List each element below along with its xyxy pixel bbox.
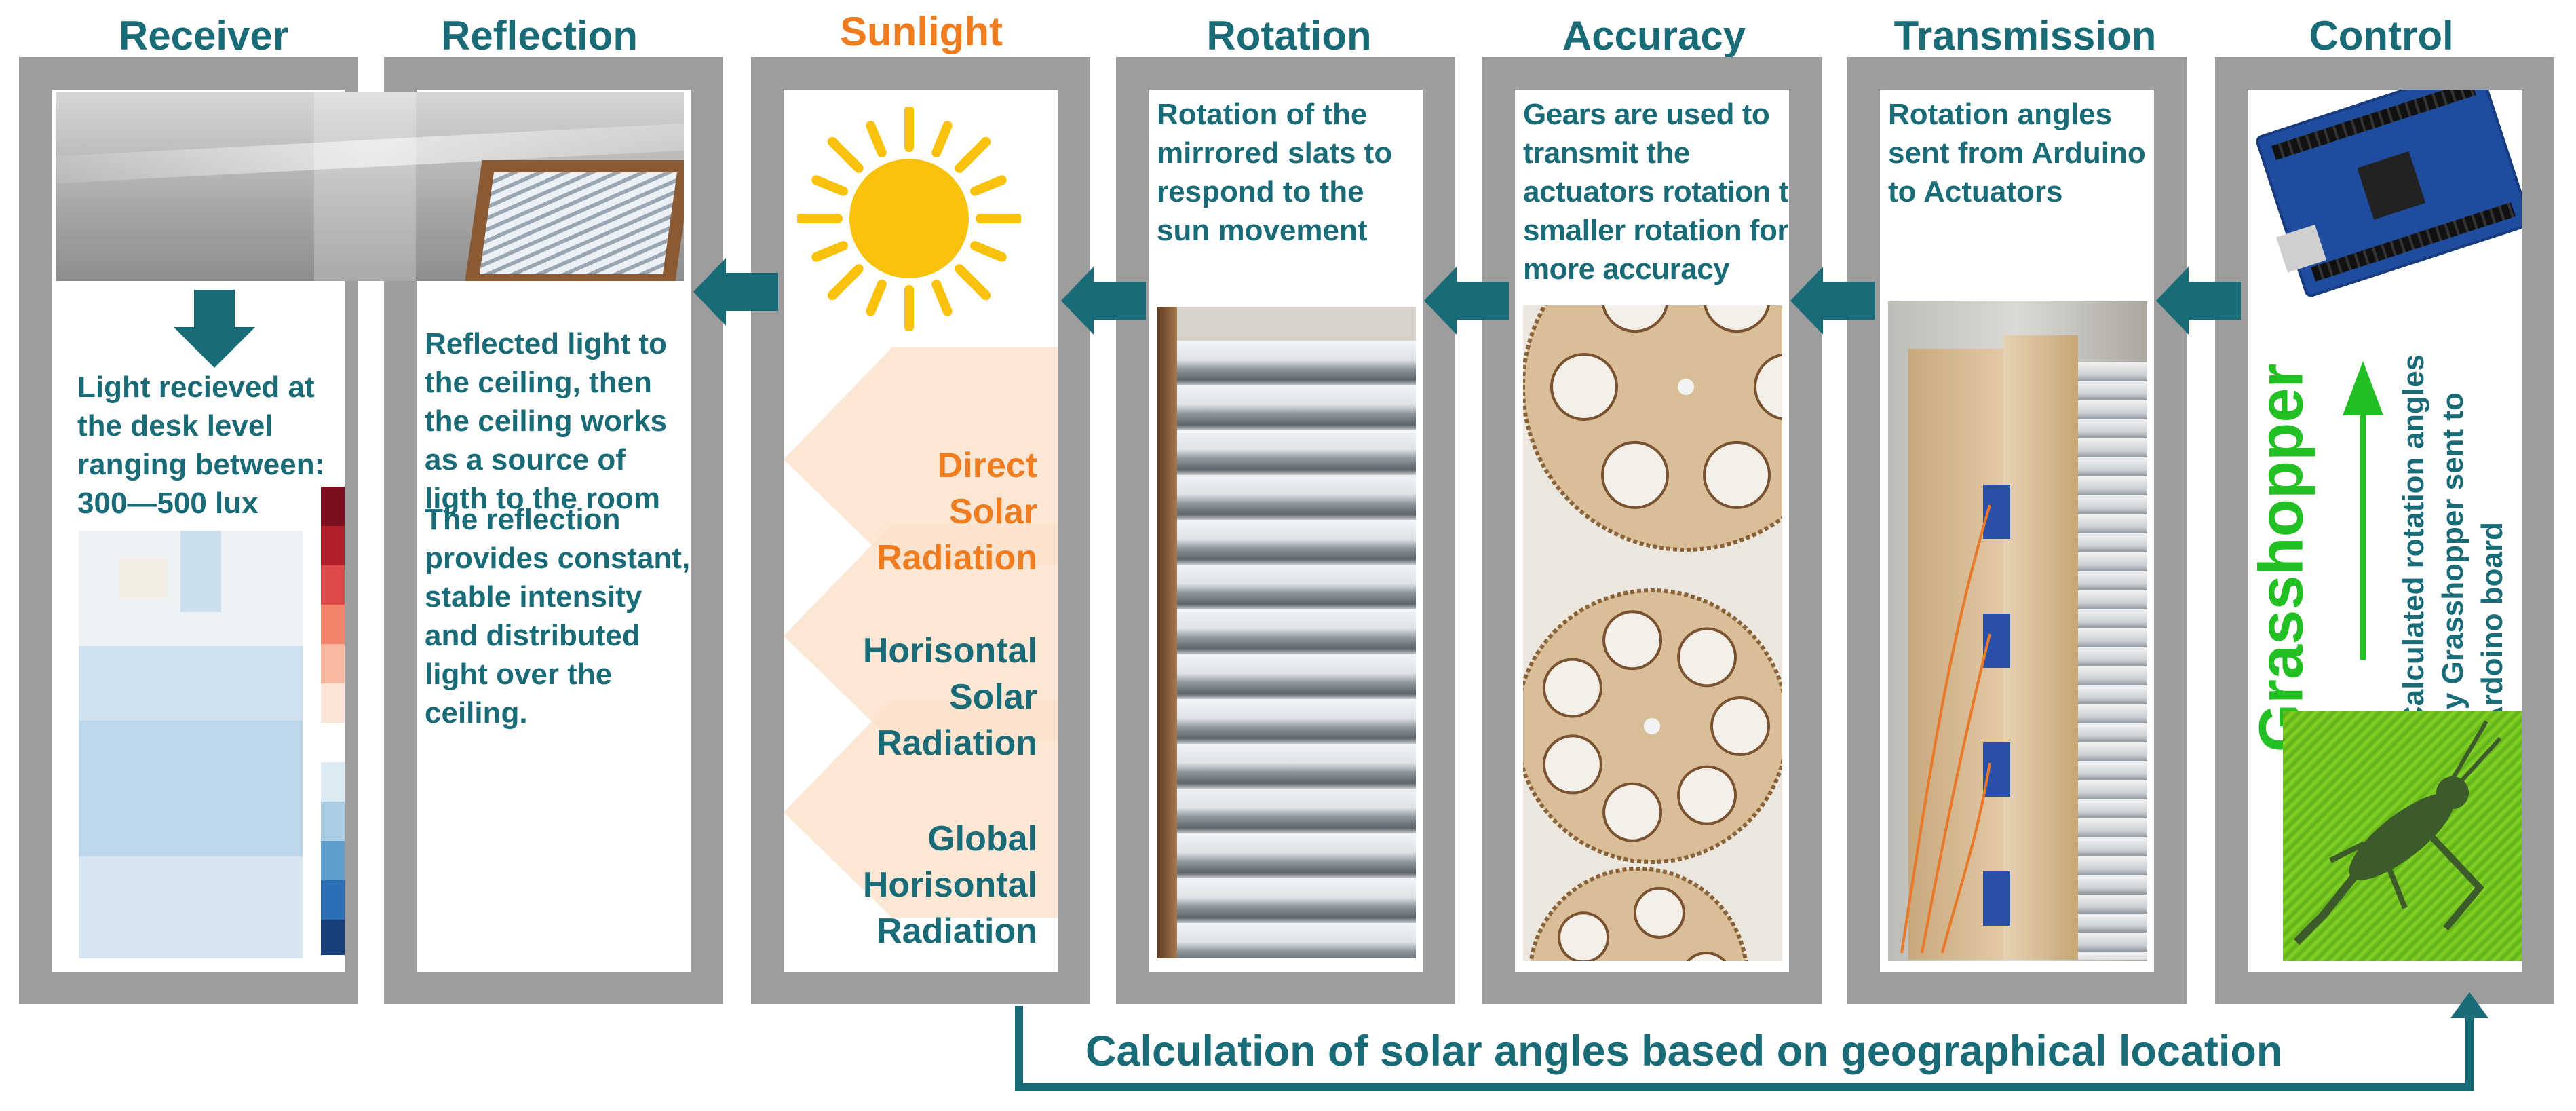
title-receiver: Receiver — [118, 13, 289, 58]
accuracy-text: Gears are used to transmit the actuators… — [1523, 98, 1789, 286]
solar-angles-caption: Calculation of solar angles based on geo… — [1085, 1028, 2283, 1075]
arrow-left-icon — [1790, 267, 1875, 335]
transmission-inner: Rotation angles sent from Arduino to Act… — [1880, 90, 2154, 972]
title-transmission: Transmission — [1893, 13, 2157, 58]
title-control: Control — [2309, 13, 2454, 58]
gears-photo — [1523, 305, 1782, 961]
arrow-left-icon — [1061, 267, 1146, 335]
panel-rotation: Rotation of the mirrored slats to respon… — [1116, 57, 1455, 1004]
lux-color-scale — [321, 487, 345, 955]
actuators-photo — [1888, 301, 2147, 961]
lux-heatmap — [79, 531, 303, 958]
reflection-text-2: The reflection provides constant, stable… — [425, 503, 691, 730]
receiver-text: Light recieved at the desk level ranging… — [77, 371, 325, 520]
ceiling-photo — [56, 92, 684, 281]
title-sunlight: Sunlight — [840, 9, 1003, 54]
mirrored-slats-photo — [1157, 307, 1416, 958]
arrow-left-icon — [693, 258, 778, 326]
reflection-text-1: Reflected light to the ceiling, then the… — [425, 327, 667, 515]
title-rotation: Rotation — [1206, 13, 1372, 58]
radiation-chevrons — [784, 347, 1058, 918]
rotation-inner: Rotation of the mirrored slats to respon… — [1149, 90, 1423, 972]
servo-4 — [1983, 871, 2010, 926]
panel-transmission: Rotation angles sent from Arduino to Act… — [1847, 57, 2187, 1004]
receiver-arrow-down — [174, 290, 255, 368]
rotation-text: Rotation of the mirrored slats to respon… — [1157, 98, 1393, 247]
sun-icon — [797, 107, 1021, 331]
arrow-up-icon — [2343, 361, 2383, 660]
control-vertical-text: Calculated rotation angles by Grasshoppe… — [2397, 354, 2509, 728]
window-frame — [465, 160, 684, 281]
arduino-board-icon — [2254, 90, 2522, 299]
arrow-left-icon — [1424, 267, 1509, 335]
panel-accuracy: Gears are used to transmit the actuators… — [1482, 57, 1822, 1004]
control-inner: Grasshopper Calculated rotation angles b… — [2248, 90, 2522, 972]
transmission-text: Rotation angles sent from Arduino to Act… — [1888, 98, 2146, 208]
accuracy-inner: Gears are used to transmit the actuators… — [1515, 90, 1789, 972]
title-reflection: Reflection — [440, 13, 638, 58]
grasshopper-logo-icon — [2283, 711, 2522, 961]
title-accuracy: Accuracy — [1562, 13, 1746, 58]
arrow-down-icon — [174, 290, 255, 368]
arrow-left-icon — [2156, 267, 2241, 335]
panel-control: Grasshopper Calculated rotation angles b… — [2215, 57, 2554, 1004]
